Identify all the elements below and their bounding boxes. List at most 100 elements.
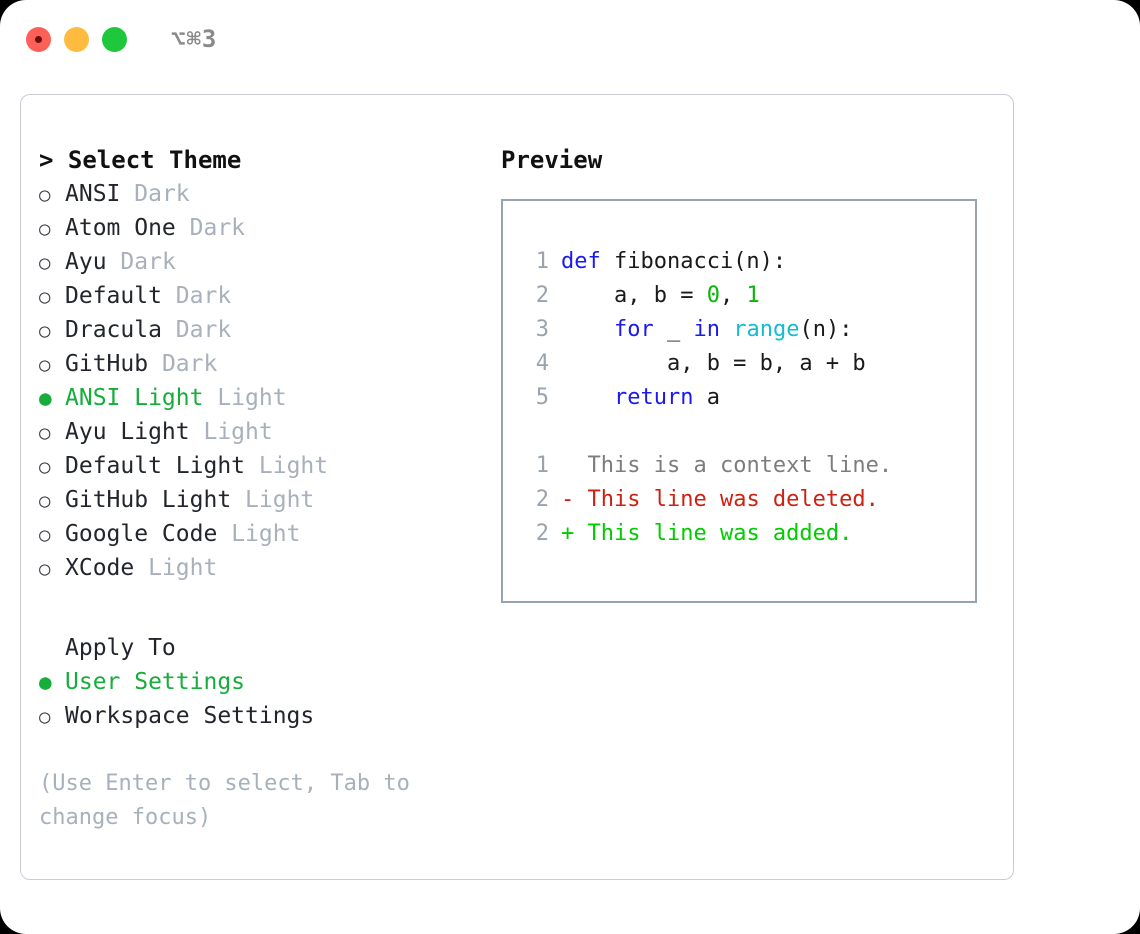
theme-option-label: Default (65, 283, 162, 309)
radio-unselected-icon: ○ (39, 558, 51, 580)
line-number: 1 (535, 453, 549, 478)
spacer (231, 483, 245, 517)
code-token (561, 385, 614, 410)
theme-option-variant: Dark (189, 215, 246, 241)
radio-unselected-icon: ○ (39, 184, 51, 206)
apply-to-title: Apply To (65, 635, 176, 661)
code-line: 4 a, b = b, a + b (523, 347, 975, 381)
minimize-button-icon[interactable] (64, 26, 89, 52)
diff-sample: 1 This is a context line.2- This line wa… (523, 449, 975, 551)
line-number: 2 (535, 283, 549, 308)
radio-unselected-icon: ○ (39, 252, 51, 274)
code-token: _ (653, 317, 694, 342)
radio-selected-icon: ● (39, 386, 52, 410)
theme-option-variant: Light (245, 487, 315, 513)
radio-unselected-icon: ○ (39, 706, 51, 728)
diff-text: - This line was deleted. (561, 483, 879, 517)
theme-option-variant: Dark (134, 181, 190, 207)
diff-line-text: This line was deleted. (587, 487, 879, 512)
theme-option-label: Google Code (65, 521, 218, 547)
code-token: return (613, 385, 694, 410)
code-token (720, 317, 733, 342)
spacer (107, 245, 121, 279)
theme-option-label: Atom One (65, 215, 176, 241)
spacer (120, 177, 134, 211)
theme-option-label: Ayu Light (65, 419, 190, 445)
code-token: def (561, 249, 614, 274)
radio-unselected-icon: ○ (39, 286, 51, 308)
theme-option[interactable]: ○ XCode Light (39, 551, 489, 585)
theme-option[interactable]: ○ Atom One Dark (39, 211, 489, 245)
diff-text: + This line was added. (561, 517, 852, 551)
theme-option[interactable]: ○ Dracula Dark (39, 313, 489, 347)
diff-text: This is a context line. (561, 449, 893, 483)
code-token: a (693, 385, 720, 410)
caret-icon: > (39, 146, 54, 174)
theme-option-label: XCode (65, 555, 135, 581)
theme-option[interactable]: ○Default Dark (39, 279, 489, 313)
theme-option-label: Ayu (65, 249, 107, 275)
spacer (162, 313, 176, 347)
theme-option[interactable]: ○GitHub Dark (39, 347, 489, 381)
title-bar: ⌥⌘3 (0, 0, 1140, 78)
theme-picker-title: > Select Theme (39, 143, 489, 177)
code-token: a, b = b, a + b (561, 351, 866, 376)
apply-to-option-label: Workspace Settings (65, 703, 315, 729)
theme-option-variant: Light (217, 385, 287, 411)
close-button-icon[interactable] (26, 26, 51, 52)
line-number: 4 (535, 351, 549, 376)
diff-line: 1 This is a context line. (523, 449, 975, 483)
line-number: 5 (535, 385, 549, 410)
window-controls (26, 26, 127, 52)
code-token (561, 317, 614, 342)
theme-option-variant: Dark (120, 249, 176, 275)
diff-marker (561, 453, 588, 478)
theme-picker-title-text: Select Theme (67, 146, 242, 174)
diff-spacer (523, 415, 975, 449)
theme-option-variant: Dark (175, 317, 232, 343)
spacer (190, 415, 204, 449)
theme-option-variant: Light (148, 555, 218, 581)
diff-marker: - (561, 487, 588, 512)
code-token: range (733, 317, 800, 342)
theme-option-label: ANSI (65, 181, 121, 207)
diff-line: 2+ This line was added. (523, 517, 975, 551)
preview-title: Preview (501, 146, 603, 174)
theme-option[interactable]: ○GitHub Light Light (39, 483, 489, 517)
diff-marker: + (561, 521, 588, 546)
theme-option-label: Default Light (65, 453, 246, 479)
radio-unselected-icon: ○ (39, 422, 51, 444)
theme-option-variant: Dark (161, 351, 218, 377)
code-line: 5 return a (523, 381, 975, 415)
diff-line: 2- This line was deleted. (523, 483, 975, 517)
theme-option[interactable]: ○ Ayu Light Light (39, 415, 489, 449)
theme-option-label: Dracula (65, 317, 162, 343)
code-text: return a (561, 381, 720, 415)
radio-unselected-icon: ○ (39, 354, 51, 376)
code-line: 2 a, b = 0, 1 (523, 279, 975, 313)
apply-to-option[interactable]: ●User Settings (39, 665, 489, 699)
dialog-frame: > Select Theme ○ANSI Dark○Atom One Dark○… (20, 94, 1014, 880)
radio-unselected-icon: ○ (39, 218, 51, 240)
spacer (134, 551, 148, 585)
radio-unselected-icon: ○ (39, 320, 51, 342)
theme-option[interactable]: ○Default Light Light (39, 449, 489, 483)
spacer (203, 381, 217, 415)
keyboard-hint: (Use Enter to select, Tab to change focu… (39, 771, 424, 830)
theme-option[interactable]: ●ANSI Light Light (39, 381, 489, 415)
code-token: in (693, 317, 720, 342)
diff-line-text: This is a context line. (587, 453, 893, 478)
code-text: a, b = b, a + b (561, 347, 866, 381)
theme-option-variant: Light (203, 419, 273, 445)
spacer (148, 347, 162, 381)
apply-to-option[interactable]: ○ Workspace Settings (39, 699, 489, 733)
theme-list: ○ANSI Dark○Atom One Dark○Ayu Dark○Defaul… (39, 177, 489, 585)
zoom-button-icon[interactable] (102, 26, 127, 52)
radio-unselected-icon: ○ (39, 524, 51, 546)
theme-option[interactable]: ○ ANSI Dark (39, 177, 489, 211)
theme-option[interactable]: ○Google Code Light (39, 517, 489, 551)
radio-unselected-icon: ○ (39, 490, 51, 512)
theme-option[interactable]: ○ Ayu Dark (39, 245, 489, 279)
code-text: a, b = 0, 1 (561, 279, 760, 313)
